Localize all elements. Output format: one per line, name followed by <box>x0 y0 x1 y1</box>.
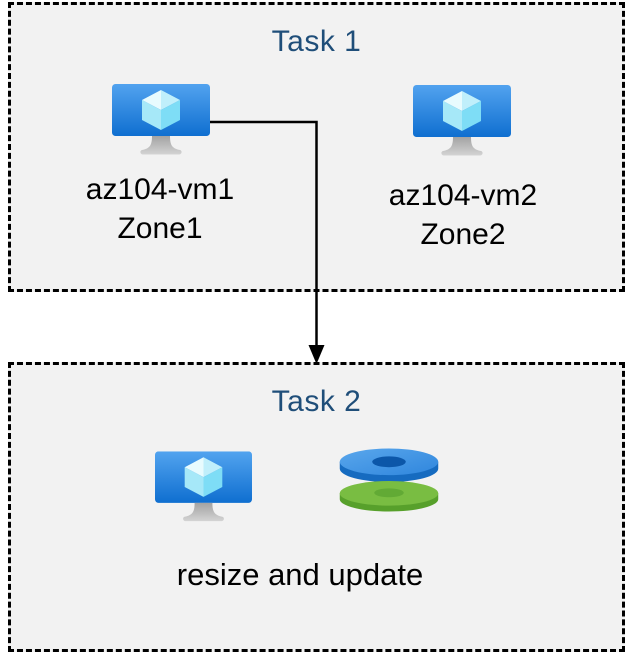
task2-caption: resize and update <box>176 557 424 592</box>
virtual-machine-icon <box>155 451 252 523</box>
vm2-zone: Zone2 <box>420 218 506 251</box>
vm1-zone: Zone1 <box>117 212 203 245</box>
managed-disks-icon <box>338 448 440 513</box>
vm2-name: az104-vm2 <box>388 179 538 212</box>
task1-title: Task 1 <box>271 25 362 58</box>
vm1-label: az104-vm1 Zone1 <box>50 170 270 248</box>
vm2-label: az104-vm2 Zone2 <box>353 176 573 254</box>
task2-box <box>8 362 625 652</box>
task2-title: Task 2 <box>271 385 362 418</box>
virtual-machine-icon <box>413 85 511 157</box>
virtual-machine-icon <box>112 84 210 156</box>
vm1-name: az104-vm1 <box>85 173 235 206</box>
